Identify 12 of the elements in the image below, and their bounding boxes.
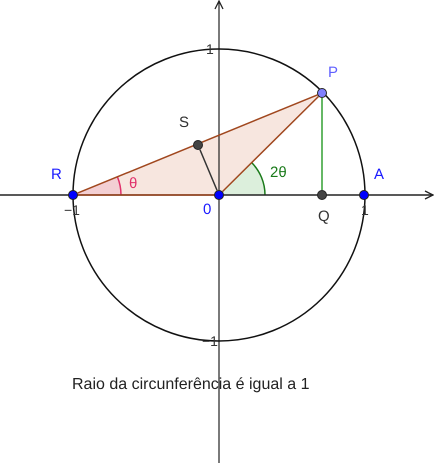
angle-label: θ [129, 176, 138, 191]
line-segment [78, 194, 214, 196]
angle-label: 2θ [270, 165, 287, 180]
point-label: A [374, 167, 384, 183]
point-label: Q [318, 209, 330, 225]
point-label: P [328, 65, 338, 81]
line-segment [321, 98, 323, 190]
point-label: 0 [203, 202, 212, 218]
point-label: S [179, 115, 190, 131]
point-label: R [51, 167, 62, 183]
line-segment [199, 149, 218, 191]
line-segment [222, 96, 319, 192]
